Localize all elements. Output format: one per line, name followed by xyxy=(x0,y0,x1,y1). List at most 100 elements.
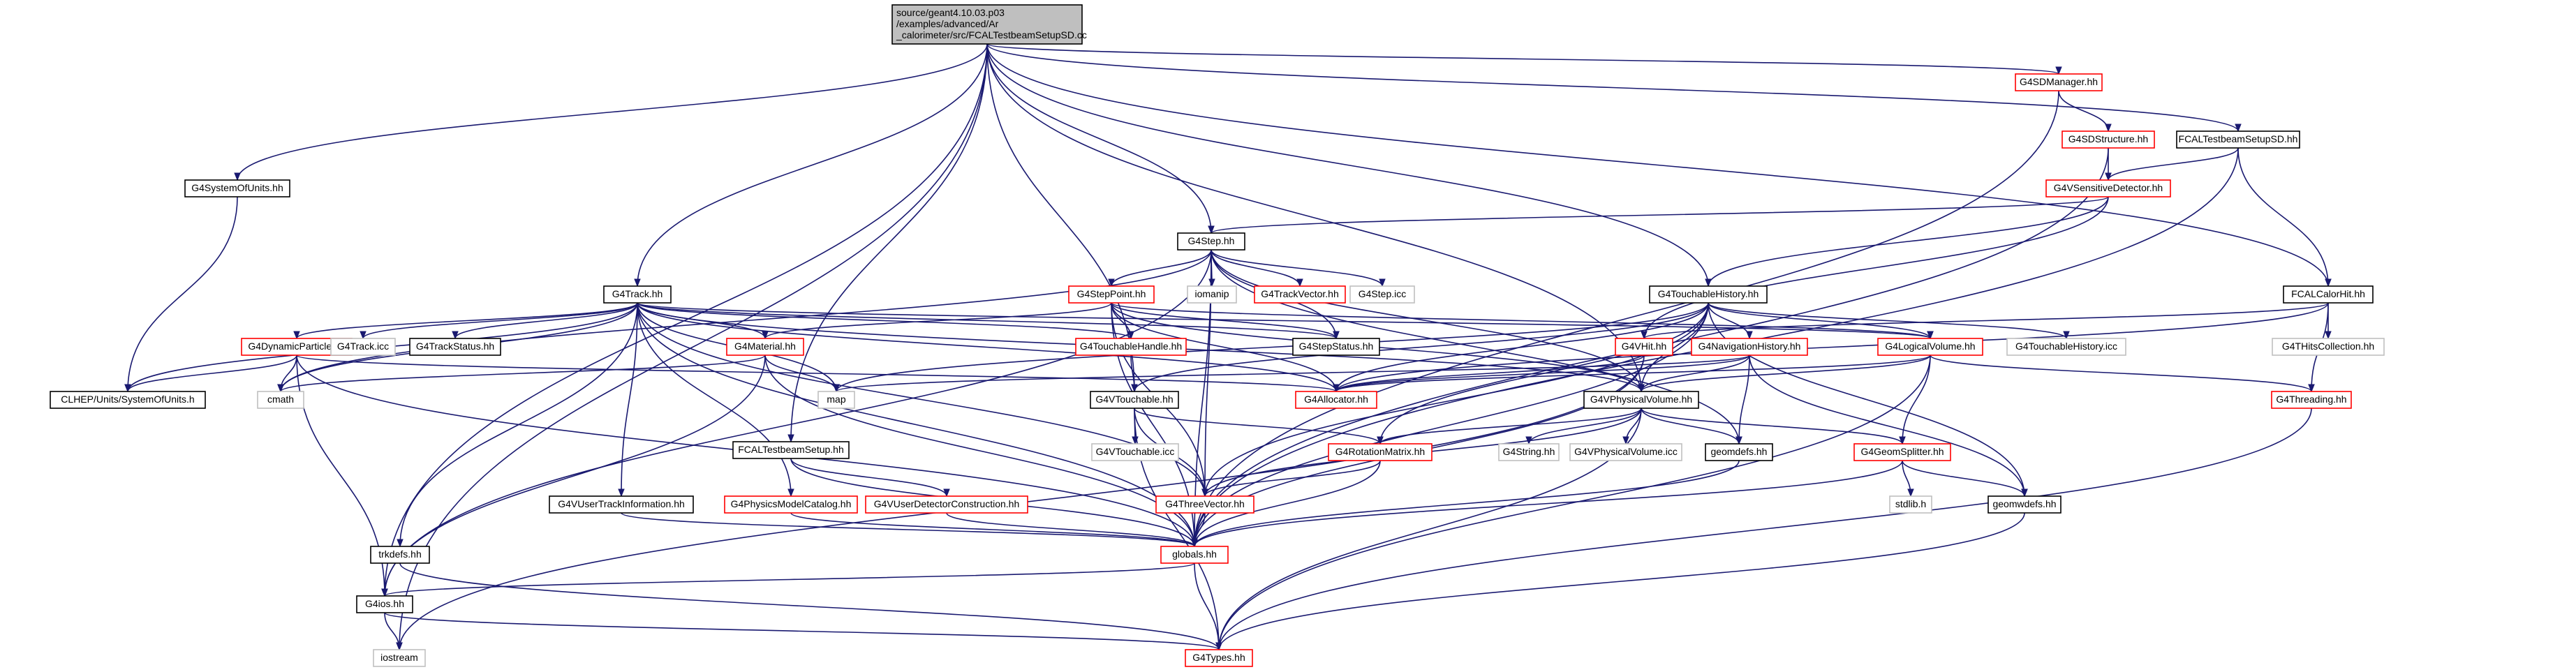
node-g4ios[interactable]: G4ios.hh xyxy=(356,595,413,613)
arrowhead-fcaltestbeamsetupsd-to-g4sensitivedetector xyxy=(2105,172,2112,181)
node-box-g4track xyxy=(603,285,672,304)
node-label-g4touchablehistoryicc: G4TouchableHistory.icc xyxy=(2015,341,2117,352)
node-g4allocator[interactable]: G4Allocator.hh xyxy=(1295,391,1377,409)
node-cmath: cmath xyxy=(257,391,304,409)
edge-root-to-g4ios xyxy=(384,43,988,597)
node-g4vtouchableicc: G4VTouchable.icc xyxy=(1091,443,1179,461)
node-fcalcalorhit[interactable]: FCALCalorHit.hh xyxy=(2283,285,2374,304)
node-g4rotationmatrix[interactable]: G4RotationMatrix.hh xyxy=(1328,443,1433,461)
node-g4sensitivedetector[interactable]: G4VSensitiveDetector.hh xyxy=(2045,179,2171,197)
arrowhead-fcaltestbeamsetup-to-g4vuserdetectorconstruction xyxy=(943,488,950,498)
arrowhead-g4logicalvolume-to-g4allocator xyxy=(1333,384,1340,393)
node-label-g4vtouchableicc: G4VTouchable.icc xyxy=(1096,446,1175,457)
node-g4systemofunits[interactable]: G4SystemOfUnits.hh xyxy=(184,179,290,197)
arrowhead-g4navigationhistory-to-map xyxy=(833,384,840,393)
node-g4vusertrackinformation[interactable]: G4VUserTrackInformation.hh xyxy=(549,495,694,514)
node-g4threevector[interactable]: G4ThreeVector.hh xyxy=(1155,495,1254,514)
node-box-stdlib xyxy=(1889,495,1932,514)
node-label-root: _calorimeter/src/FCALTestbeamSetupSD.cc xyxy=(896,29,1087,40)
node-box-g4logicalvolume xyxy=(1877,338,1983,356)
node-g4threading[interactable]: G4Threading.hh xyxy=(2271,391,2352,409)
node-trkdefs[interactable]: trkdefs.hh xyxy=(370,546,430,564)
arrowhead-g4track-to-g4vusertrackinformation xyxy=(618,488,625,498)
node-g4logicalvolume[interactable]: G4LogicalVolume.hh xyxy=(1877,338,1983,356)
node-g4sdstructure[interactable]: G4SDStructure.hh xyxy=(2061,130,2155,149)
node-g4thitscollection: G4THitsCollection.hh xyxy=(2272,338,2385,356)
edge-root-to-g4vphysicalvolume xyxy=(986,43,1642,392)
node-globals[interactable]: globals.hh xyxy=(1160,546,1229,564)
node-box-g4vphysicalvolumeicc xyxy=(1569,443,1682,461)
arrowhead-fcalcalorhit-to-g4vhit xyxy=(1641,331,1648,340)
node-g4vuserdetectorconstruction[interactable]: G4VUserDetectorConstruction.hh xyxy=(865,495,1028,514)
arrowhead-g4step-to-iomanip xyxy=(1208,278,1215,288)
edge-g4navigationhistory-to-g4allocator xyxy=(1335,354,1750,392)
arrowhead-root-to-g4track xyxy=(634,278,641,288)
edge-g4sensitivedetector-to-g4touchablehistory xyxy=(1708,196,2109,287)
node-g4types[interactable]: G4Types.hh xyxy=(1185,649,1253,667)
node-fcaltestbeamsetup[interactable]: FCALTestbeamSetup.hh xyxy=(732,441,850,459)
node-label-g4step: G4Step.hh xyxy=(1188,235,1235,246)
node-g4touchablehandle[interactable]: G4TouchableHandle.hh xyxy=(1075,338,1187,356)
edge-trkdefs-to-g4types xyxy=(399,562,1220,650)
node-g4material[interactable]: G4Material.hh xyxy=(726,338,804,356)
node-g4geomsplitter[interactable]: G4GeomSplitter.hh xyxy=(1853,443,1951,461)
node-label-g4sdmanager: G4SDManager.hh xyxy=(2020,76,2098,87)
arrowhead-g4step-to-g4steppoint xyxy=(1108,278,1115,288)
node-g4navigationhistory[interactable]: G4NavigationHistory.hh xyxy=(1691,338,1808,356)
node-box-g4ios xyxy=(356,595,413,613)
edge-g4track-to-g4logicalvolume xyxy=(637,302,1931,339)
edge-g4track-to-g4vusertrackinformation xyxy=(621,302,638,497)
node-geomwdefs[interactable]: geomwdefs.hh xyxy=(1987,495,2061,514)
edge-fcalcalorhit-to-g4allocator xyxy=(1335,302,2329,392)
node-g4trackstatus[interactable]: G4TrackStatus.hh xyxy=(409,338,501,356)
node-label-g4stepstatus: G4StepStatus.hh xyxy=(1299,341,1374,352)
edge-g4step-to-g4vphysicalvolume xyxy=(1211,249,1642,392)
arrowhead-g4material-to-cmath xyxy=(277,384,284,393)
edge-g4vphysicalvolume-to-g4rotationmatrix xyxy=(1379,408,1642,445)
edge-g4track-to-g4trackicc xyxy=(362,302,638,339)
node-g4stepstatus[interactable]: G4StepStatus.hh xyxy=(1292,338,1380,356)
node-label-g4track: G4Track.hh xyxy=(612,288,663,299)
edge-g4vhit-to-g4allocator xyxy=(1335,354,1645,392)
edge-root-to-g4track xyxy=(637,43,988,287)
node-box-iomanip xyxy=(1187,285,1237,304)
edge-g4vuserdetectorconstruction-to-globals xyxy=(946,512,1195,547)
arrowhead-g4ios-to-g4types xyxy=(1215,642,1222,651)
node-label-root: source/geant4.10.03.p03 xyxy=(896,7,1005,18)
edge-g4systemofunits-to-clhepunits xyxy=(127,196,238,392)
edge-g4step-to-cmath xyxy=(280,249,1212,392)
node-g4sdmanager[interactable]: G4SDManager.hh xyxy=(2015,73,2103,91)
node-box-g4touchablehistory xyxy=(1649,285,1768,304)
node-box-g4sensitivedetector xyxy=(2045,179,2171,197)
node-g4physicsmodelcatalog[interactable]: G4PhysicsModelCatalog.hh xyxy=(724,495,858,514)
node-fcaltestbeamsetupsd[interactable]: FCALTestbeamSetupSD.hh xyxy=(2176,130,2300,149)
edge-geomdefs-to-globals xyxy=(1194,460,1740,547)
node-g4vtouchable[interactable]: G4VTouchable.hh xyxy=(1090,391,1179,409)
node-label-g4sensitivedetector: G4VSensitiveDetector.hh xyxy=(2054,182,2163,193)
node-label-g4vuserdetectorconstruction: G4VUserDetectorConstruction.hh xyxy=(874,498,1020,509)
node-label-g4steppoint: G4StepPoint.hh xyxy=(1077,288,1146,299)
node-label-g4ios: G4ios.hh xyxy=(365,598,404,609)
arrowhead-g4ios-to-iostream xyxy=(396,642,403,651)
node-g4track[interactable]: G4Track.hh xyxy=(603,285,672,304)
edge-g4threading-to-g4types xyxy=(1218,408,2312,650)
edge-g4navigationhistory-to-geomdefs xyxy=(1738,354,1750,445)
node-box-g4threading xyxy=(2271,391,2352,409)
node-g4touchablehistory[interactable]: G4TouchableHistory.hh xyxy=(1649,285,1768,304)
node-clhepunits[interactable]: CLHEP/Units/SystemOfUnits.h xyxy=(50,391,206,409)
node-g4trackvector[interactable]: G4TrackVector.hh xyxy=(1254,285,1346,304)
node-g4vhit[interactable]: G4VHit.hh xyxy=(1615,338,1673,356)
node-geomdefs[interactable]: geomdefs.hh xyxy=(1705,443,1773,461)
node-g4vphysicalvolume[interactable]: G4VPhysicalVolume.hh xyxy=(1583,391,1699,409)
node-box-clhepunits xyxy=(50,391,206,409)
node-box-g4rotationmatrix xyxy=(1328,443,1433,461)
node-box-root xyxy=(891,4,1083,45)
node-root[interactable]: source/geant4.10.03.p03/examples/advance… xyxy=(891,4,1087,45)
node-g4steppoint[interactable]: G4StepPoint.hh xyxy=(1068,285,1155,304)
node-box-g4trackvector xyxy=(1254,285,1346,304)
node-label-g4vusertrackinformation: G4VUserTrackInformation.hh xyxy=(558,498,685,509)
node-g4step[interactable]: G4Step.hh xyxy=(1177,232,1245,251)
arrowhead-g4threevector-to-globals xyxy=(1191,539,1198,548)
node-label-map: map xyxy=(827,394,845,405)
node-stdlib: stdlib.h xyxy=(1889,495,1932,514)
